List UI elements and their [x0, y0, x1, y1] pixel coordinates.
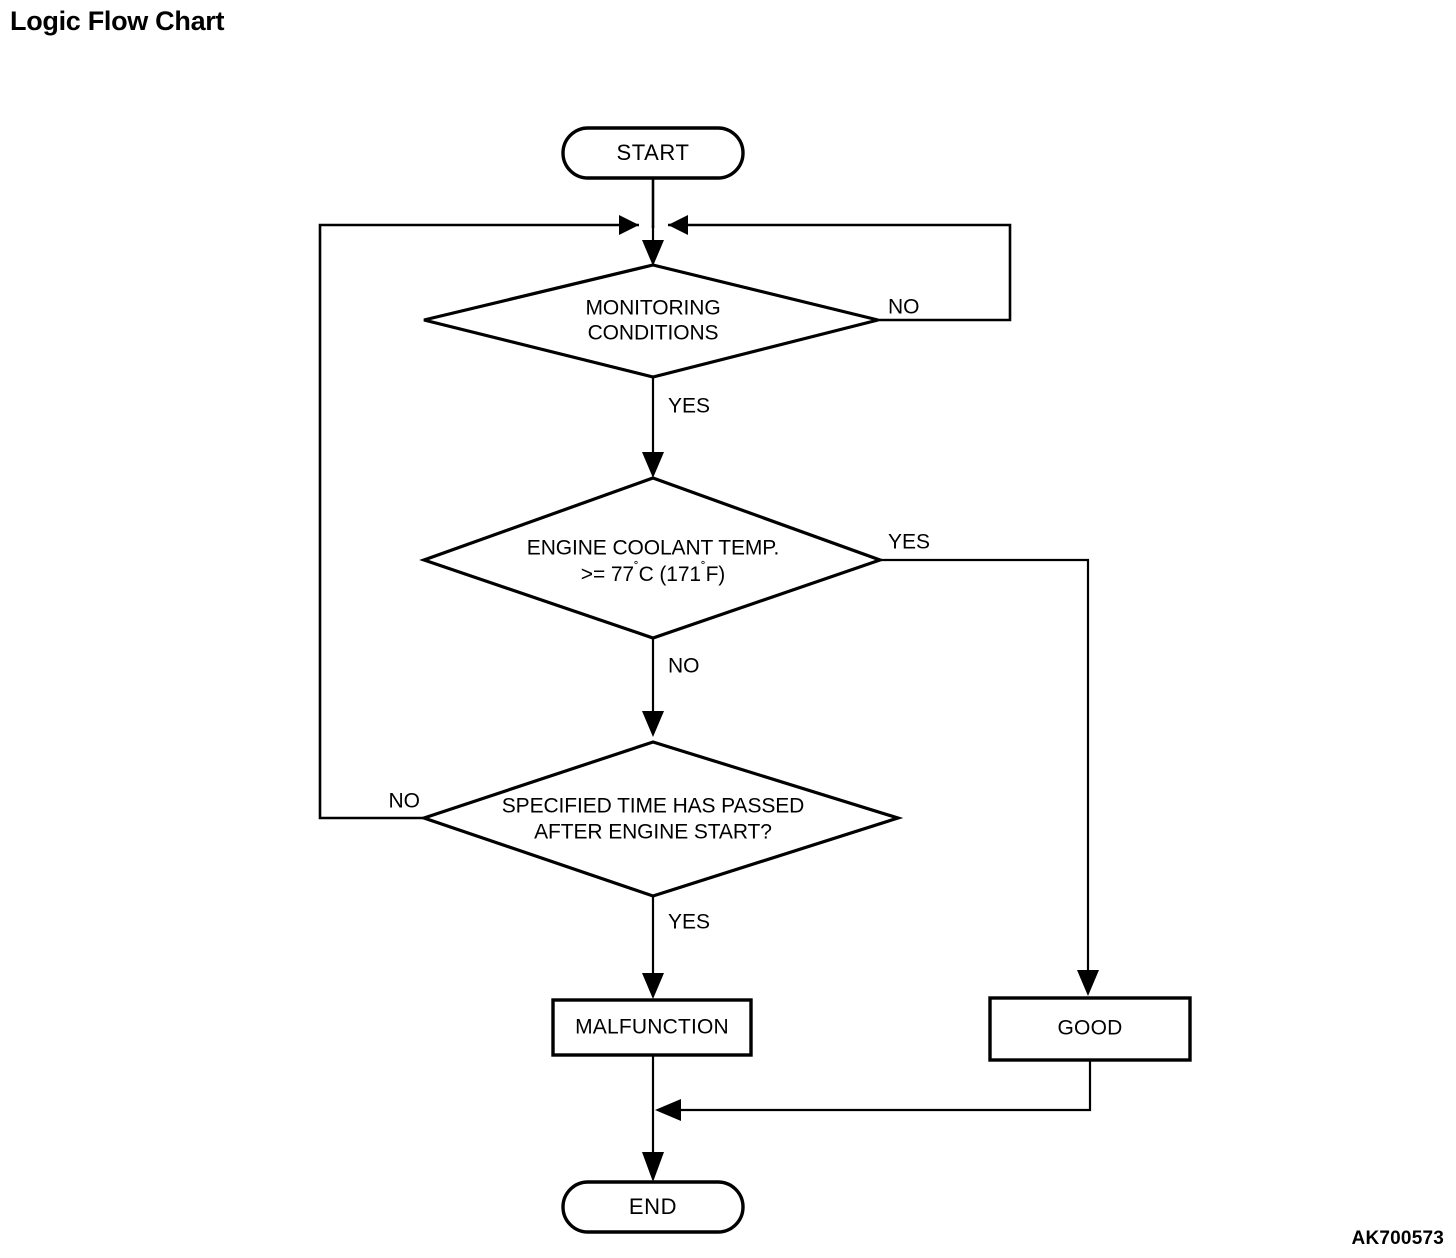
- watermark-code: AK700573: [1351, 1228, 1444, 1249]
- arrowhead-to-coolant: [642, 452, 664, 478]
- coolant-threshold-f: F): [706, 563, 726, 586]
- arrowhead-to-time: [642, 711, 664, 737]
- monitoring-label-line2: CONDITIONS: [588, 322, 719, 345]
- monitoring-label-line1: MONITORING: [585, 297, 720, 320]
- end-shape: [561, 1180, 745, 1234]
- good-label: GOOD: [1058, 1017, 1123, 1040]
- edge-time-no-loop: [318, 223, 639, 820]
- edge-good-to-end-merge: [668, 1060, 1092, 1112]
- coolant-label-line1: ENGINE COOLANT TEMP.: [527, 537, 779, 560]
- monitoring-decision-shape: [423, 263, 879, 379]
- node-start[interactable]: START: [561, 126, 745, 180]
- edge-coolant-yes-to-good: [880, 558, 1090, 985]
- edge-monitoring-no-loop: [668, 223, 1012, 322]
- node-monitoring-conditions[interactable]: MONITORING CONDITIONS: [423, 263, 879, 379]
- edge-label-coolant-yes: YES: [888, 531, 930, 554]
- start-shape: [561, 126, 745, 180]
- node-end[interactable]: END: [561, 1180, 745, 1234]
- end-label: END: [629, 1194, 677, 1219]
- time-label-line1: SPECIFIED TIME HAS PASSED: [502, 795, 804, 818]
- start-label: START: [616, 140, 689, 165]
- time-decision-shape: [418, 740, 904, 898]
- arrowhead-to-monitoring: [642, 240, 664, 266]
- good-shape: [988, 996, 1192, 1062]
- node-engine-coolant-temp[interactable]: ENGINE COOLANT TEMP. >= 77˚C (171˚F): [419, 476, 885, 640]
- degree-icon-celsius: ˚: [634, 559, 639, 575]
- node-specified-time[interactable]: SPECIFIED TIME HAS PASSED AFTER ENGINE S…: [418, 740, 904, 898]
- page-title: Logic Flow Chart: [10, 6, 225, 36]
- edge-label-time-no: NO: [389, 790, 421, 813]
- degree-icon-fahrenheit: ˚: [701, 559, 706, 575]
- edge-label-monitoring-no: NO: [888, 296, 920, 319]
- malfunction-label: MALFUNCTION: [575, 1016, 729, 1039]
- node-malfunction[interactable]: MALFUNCTION: [551, 998, 753, 1057]
- malfunction-shape: [551, 998, 753, 1057]
- arrowhead-to-end: [642, 1152, 664, 1182]
- arrowhead-monitoring-no-loop: [668, 215, 688, 235]
- coolant-label-line2: >= 77˚C (171˚F): [581, 559, 725, 586]
- coolant-threshold-prefix: >= 77: [581, 563, 634, 586]
- arrowhead-good-merge: [655, 1099, 681, 1121]
- arrowhead-to-good: [1077, 970, 1099, 996]
- coolant-threshold-c: C (171: [639, 563, 701, 586]
- arrowhead-time-no-loop: [619, 215, 639, 235]
- edge-label-coolant-no: NO: [668, 655, 700, 678]
- arrowhead-to-malfunction: [642, 973, 664, 999]
- edge-label-time-yes: YES: [668, 911, 710, 934]
- edge-label-monitoring-yes: YES: [668, 395, 710, 418]
- time-label-line2: AFTER ENGINE START?: [534, 821, 772, 844]
- node-good[interactable]: GOOD: [988, 996, 1192, 1062]
- coolant-decision-shape: [419, 476, 885, 640]
